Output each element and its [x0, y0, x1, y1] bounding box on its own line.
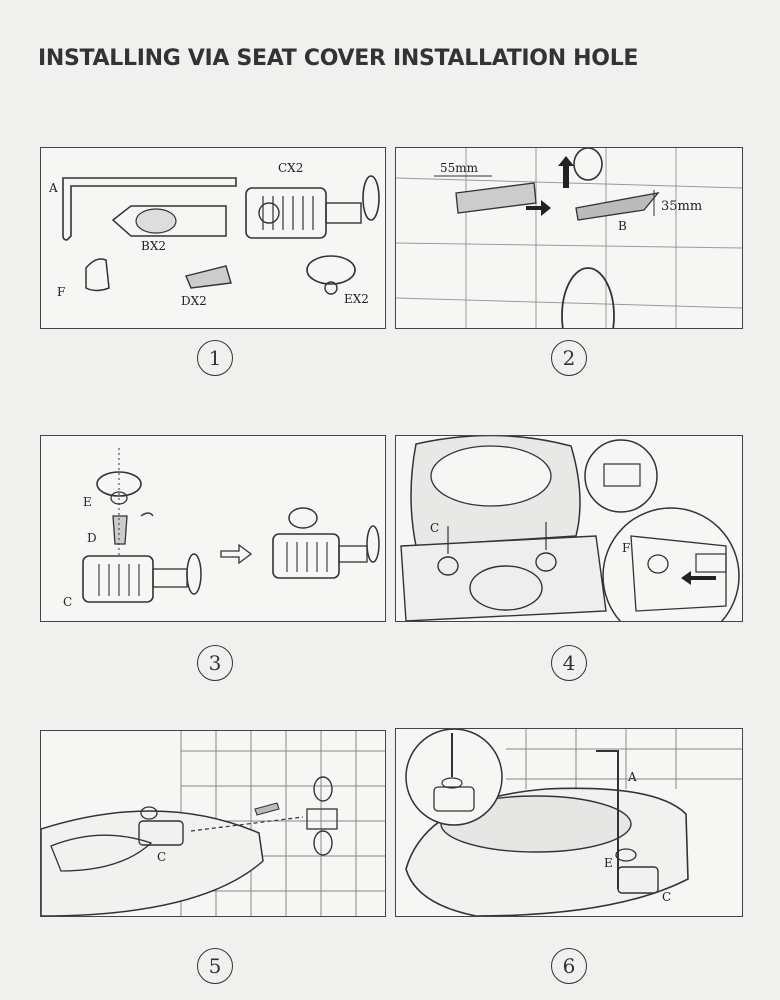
label-d: DX2	[181, 294, 207, 308]
step-3-illustration: E D C	[63, 448, 380, 609]
step-4-panel: C F	[395, 435, 743, 622]
step-1-panel: A BX2 CX2 DX2 EX2 F	[40, 147, 386, 329]
connector-c	[617, 866, 659, 894]
connector-c	[138, 820, 184, 846]
set-screw-d	[112, 515, 128, 545]
step-3-panel: E D C	[40, 435, 386, 622]
label-b: B	[618, 219, 627, 233]
step-6-panel: A E C	[395, 728, 743, 917]
set-screw-d	[185, 265, 232, 289]
toilet-rear	[400, 535, 607, 621]
label-b: BX2	[141, 239, 166, 253]
step-number-4: 4	[551, 645, 587, 681]
washer-e	[96, 471, 142, 497]
hole-left	[437, 556, 459, 576]
next-arrow-icon	[220, 543, 253, 565]
connector-c	[245, 187, 327, 239]
hex-key-a	[62, 177, 237, 241]
hole-right	[535, 552, 557, 572]
washer-e	[306, 255, 356, 285]
connector-c-right	[306, 808, 338, 830]
label-f: F	[622, 541, 630, 555]
hex-key-a	[596, 750, 619, 889]
step-number-5: 5	[197, 948, 233, 984]
label-c: C	[662, 890, 671, 904]
label-a: A	[48, 181, 58, 195]
step-6-illustration: A E C	[405, 729, 742, 916]
label-c: C	[157, 850, 166, 864]
step-number-3: 3	[197, 645, 233, 681]
screw-b	[111, 205, 227, 237]
label-c: C	[430, 521, 439, 535]
step-4-illustration: C F	[400, 436, 740, 621]
detail-circle-top	[584, 439, 658, 513]
label-35mm: 35mm	[661, 199, 702, 214]
connector-c	[82, 555, 154, 603]
seat-hole-bottom	[561, 267, 615, 328]
step-5-illustration: C	[41, 731, 385, 916]
label-c: C	[63, 595, 72, 609]
label-a: A	[627, 770, 637, 784]
label-c: CX2	[278, 161, 303, 175]
step-5-panel: C	[40, 730, 386, 917]
cap-f	[85, 258, 110, 292]
step-number-1: 1	[197, 340, 233, 376]
detail-circle-bottom	[602, 507, 740, 621]
detail-circle	[405, 729, 503, 826]
assembled-connector	[272, 533, 340, 579]
label-f: F	[57, 285, 65, 299]
toilet-bowl	[41, 810, 264, 916]
step-2-panel: 55mm 35mm B	[395, 147, 743, 329]
up-arrow-icon	[558, 156, 574, 188]
seat-hole-top	[573, 148, 603, 181]
rotate-arrow-icon	[140, 512, 154, 517]
right-arrow-icon	[526, 200, 551, 216]
step-2-illustration: 55mm 35mm B	[396, 148, 742, 328]
step-number-2: 2	[551, 340, 587, 376]
washer-e	[615, 848, 637, 862]
label-e: EX2	[344, 292, 369, 306]
step-number-6: 6	[551, 948, 587, 984]
screw-b	[575, 192, 660, 221]
label-d: D	[87, 531, 97, 545]
screw-55mm	[455, 182, 537, 214]
left-arrow-icon	[681, 571, 716, 585]
label-e: E	[83, 495, 92, 509]
page-title: INSTALLING VIA SEAT COVER INSTALLATION H…	[38, 46, 639, 71]
step-1-illustration: A BX2 CX2 DX2 EX2 F	[48, 161, 380, 308]
label-55mm: 55mm	[440, 161, 479, 175]
label-e: E	[604, 856, 613, 870]
